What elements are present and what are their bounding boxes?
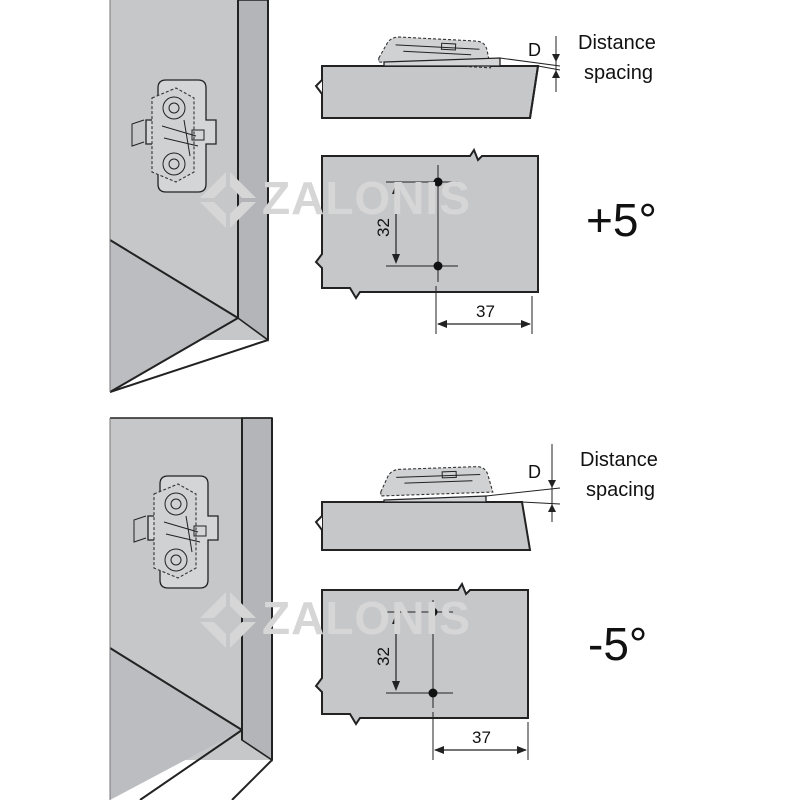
spacing-label-line1: Distance xyxy=(578,32,656,54)
svg-text:ZALONIS: ZALONIS xyxy=(262,592,471,644)
hole-lower xyxy=(433,261,443,271)
spacing-label-line2: spacing xyxy=(586,479,655,501)
svg-text:ZALONIS: ZALONIS xyxy=(262,172,471,224)
dim-vertical: 32 xyxy=(374,218,393,237)
cabinet-side-panel xyxy=(109,417,273,800)
hole-upper xyxy=(428,607,438,617)
plate-front-view: 32 37 xyxy=(314,581,529,760)
watermark-bottom: ZALONIS xyxy=(200,592,471,648)
angle-label: +5° xyxy=(586,194,657,246)
plate-side-section: D xyxy=(314,444,561,551)
watermark-top: ZALONIS xyxy=(200,172,471,228)
angle-label: -5° xyxy=(588,618,647,670)
dim-horizontal: 37 xyxy=(476,302,495,321)
plate-front-view: 32 37 xyxy=(314,147,539,334)
d-label: D xyxy=(528,462,541,482)
hole-upper xyxy=(433,177,443,187)
variant-minus-5: D Distance spacing 32 37 -5° xyxy=(109,417,658,800)
plate-side-section: D xyxy=(314,35,561,119)
spacing-label-line1: Distance xyxy=(580,449,658,471)
variant-plus-5: D Distance spacing 32 37 +5° xyxy=(109,0,657,393)
dim-horizontal: 37 xyxy=(472,728,491,747)
d-label: D xyxy=(528,40,541,60)
spacing-label-line2: spacing xyxy=(584,62,653,84)
hole-lower xyxy=(428,688,438,698)
dim-vertical: 32 xyxy=(374,647,393,666)
